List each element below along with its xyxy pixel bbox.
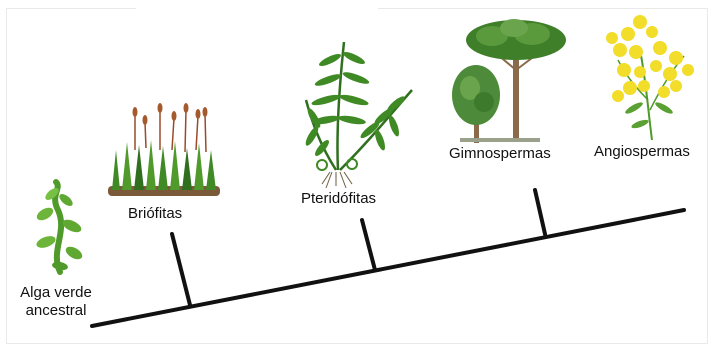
conifer-illustration (452, 19, 566, 143)
label-alga-line1: Alga verde (16, 284, 96, 302)
label-angiospermas: Angiospermas (594, 143, 690, 161)
fern-illustration (303, 42, 412, 188)
label-gimnospermas: Gimnospermas (449, 145, 551, 163)
label-alga-line2: ancestral (16, 302, 96, 320)
branch-pteridofitas (362, 220, 375, 270)
label-briofitas: Briófitas (128, 205, 182, 223)
alga-illustration (35, 182, 85, 272)
branch-briofitas (172, 234, 190, 305)
flowering-plant-illustration (606, 15, 694, 140)
label-pteridofitas: Pteridófitas (301, 190, 376, 208)
branch-gimnospermas (535, 190, 545, 234)
label-alga-verde-ancestral: Alga verde ancestral (16, 284, 96, 320)
moss-illustration (108, 103, 220, 196)
